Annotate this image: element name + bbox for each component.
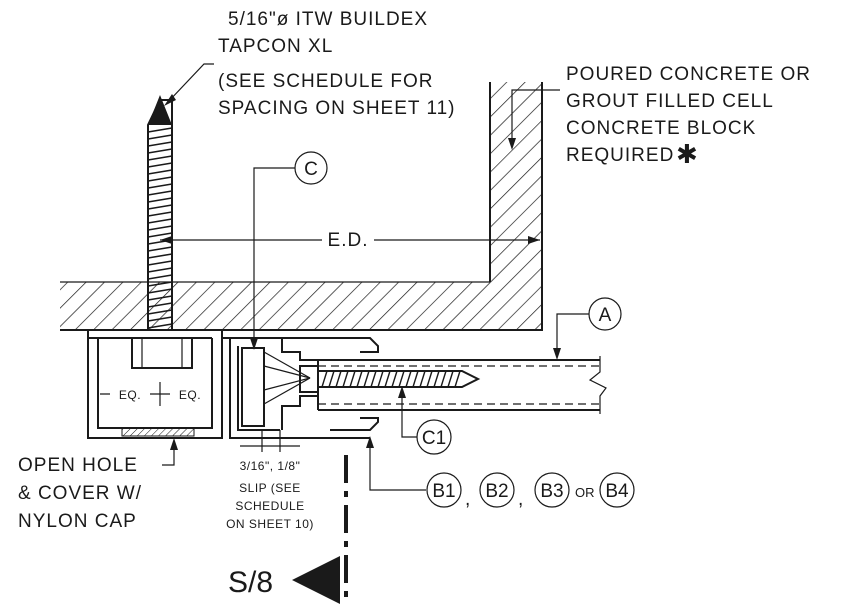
wood-screw [299, 365, 481, 393]
anchor-thread [147, 246, 173, 252]
slip-note-line4: ON SHEET 10) [226, 517, 314, 531]
screw-thread [342, 370, 349, 388]
anchor-thread [147, 232, 173, 238]
anchor-thread [147, 253, 173, 259]
screw-thread [454, 370, 461, 388]
open-hole-note: OPEN HOLE & COVER W/ NYLON CAP [18, 438, 178, 532]
slip-note-line1: 3/16", 1/8" [240, 459, 301, 473]
screw-thread [440, 370, 447, 388]
anchor-thread [147, 323, 173, 329]
anchor-thread [147, 197, 173, 203]
frame-extrusion [87, 329, 370, 439]
edge-distance-dimension: E.D. [160, 230, 540, 251]
anchor-thread [147, 169, 173, 175]
eq-label-left: EQ. [119, 388, 141, 402]
open-hole-note-line1: OPEN HOLE [18, 455, 138, 476]
callout-a: A [553, 297, 622, 360]
screw-thread [405, 370, 412, 388]
required-asterisk: ✱ [676, 139, 698, 169]
callout-separator-1: , [465, 489, 471, 510]
anchor-thread [147, 288, 173, 294]
callout-c-label: C [304, 159, 318, 180]
open-hole-note-line3: NYLON CAP [18, 511, 137, 532]
panel-member [317, 356, 607, 414]
callout-a-label: A [599, 305, 612, 326]
anchor-thread [147, 204, 173, 210]
anchor-thread [147, 155, 173, 161]
anchor-thread [147, 225, 173, 231]
anchor-thread [147, 316, 173, 322]
anchor-thread [147, 302, 173, 308]
callout-separator-2: , [518, 489, 524, 510]
anchor-note-line1: 5/16"ø ITW BUILDEX [228, 9, 428, 30]
anchor-note-line3: (SEE SCHEDULE FOR [218, 71, 433, 92]
equal-spacing-dimension: EQ. EQ. [100, 382, 210, 406]
substrate-note-line1: POURED CONCRETE OR [566, 64, 811, 85]
anchor-thread [147, 162, 173, 168]
open-hole-note-line2: & COVER W/ [18, 483, 142, 504]
callout-b4-label: B4 [605, 481, 629, 502]
anchor-thread [147, 134, 173, 140]
screw-thread [363, 370, 370, 388]
anchor-thread [147, 127, 173, 133]
screw-thread [377, 370, 384, 388]
anchor-thread [147, 274, 173, 280]
anchor-thread [147, 183, 173, 189]
screw-thread [349, 370, 356, 388]
callout-b3-label: B3 [540, 481, 563, 502]
slip-dimension [240, 430, 300, 452]
callout-c1-label: C1 [422, 428, 446, 449]
anchor-note: 5/16"ø ITW BUILDEX TAPCON XL (SEE SCHEDU… [164, 9, 456, 119]
anchor-thread [147, 260, 173, 266]
screw-thread [412, 370, 419, 388]
section-cut-line: S/8 [228, 455, 348, 605]
section-ref-label: S/8 [228, 566, 273, 599]
screw-thread [433, 370, 440, 388]
screw-thread [370, 370, 377, 388]
screw-thread [356, 370, 363, 388]
callout-or-label: OR [575, 485, 595, 500]
screw-thread [335, 370, 342, 388]
anchor-thread [147, 211, 173, 217]
screw-thread [328, 370, 335, 388]
screw-thread [426, 370, 433, 388]
anchor-thread [147, 309, 173, 315]
slip-note-line3: SCHEDULE [235, 499, 304, 513]
screw-thread [384, 370, 391, 388]
callout-b1-label: B1 [432, 481, 455, 502]
clip-extrusion [222, 337, 379, 439]
anchor-thread [147, 295, 173, 301]
screw-thread [398, 370, 405, 388]
anchor-thread [147, 267, 173, 273]
anchor-thread [147, 218, 173, 224]
callout-b-group: B1 , B2 , B3 OR B4 [366, 436, 635, 510]
slip-note-line2: SLIP (SEE [239, 481, 301, 495]
screw-thread [447, 370, 454, 388]
screw-thread [419, 370, 426, 388]
slip-note: 3/16", 1/8" SLIP (SEE SCHEDULE ON SHEET … [226, 459, 314, 531]
edge-distance-label: E.D. [328, 230, 369, 251]
callout-c1: C1 [398, 386, 452, 455]
eq-label-right: EQ. [179, 388, 201, 402]
anchor-thread [147, 148, 173, 154]
concrete-substrate [60, 82, 543, 331]
anchor-thread [147, 190, 173, 196]
callout-c: C [250, 151, 328, 350]
substrate-note: POURED CONCRETE OR GROUT FILLED CELL CON… [508, 64, 811, 169]
anchor-note-line4: SPACING ON SHEET 11) [218, 98, 456, 119]
screw-thread [391, 370, 398, 388]
substrate-note-line3: CONCRETE BLOCK [566, 118, 756, 139]
substrate-note-line4: REQUIRED [566, 145, 674, 166]
substrate-note-line2: GROUT FILLED CELL [566, 91, 774, 112]
callout-b2-label: B2 [485, 481, 508, 502]
anchor-thread [147, 176, 173, 182]
screw-thread [321, 370, 328, 388]
anchor-note-line2: TAPCON XL [218, 36, 333, 57]
anchor-thread [147, 141, 173, 147]
anchor-thread [147, 281, 173, 287]
